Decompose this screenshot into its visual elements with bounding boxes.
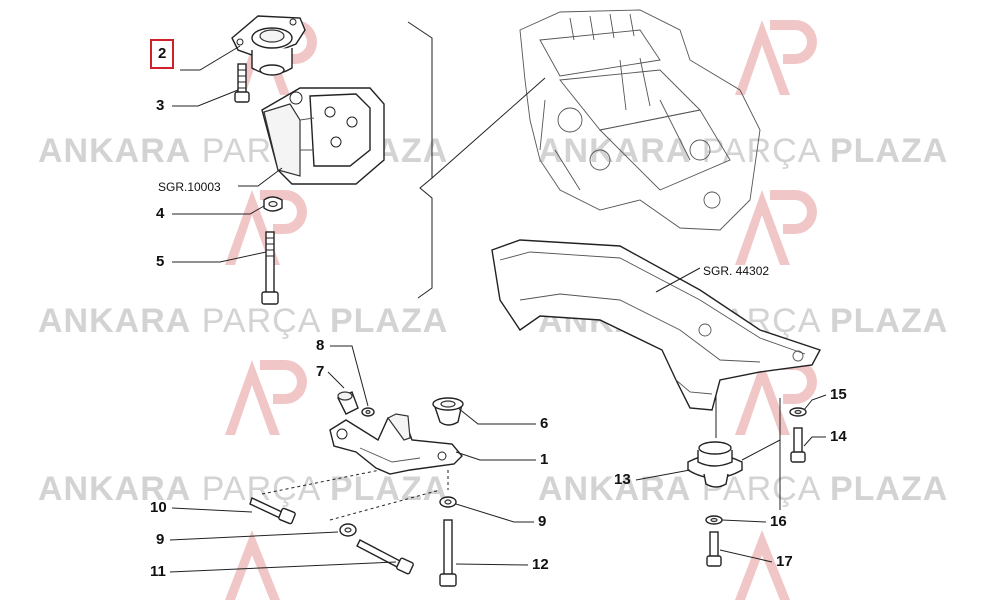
assembly-axis-line [329, 489, 441, 521]
group-bracket [407, 21, 433, 299]
callout-sgr-10003[interactable]: SGR.10003 [158, 180, 221, 194]
watermark-logo [735, 360, 817, 435]
part-washer-9-left[interactable] [339, 523, 357, 537]
part-washer-16[interactable] [705, 515, 723, 525]
callout-sgr-44302[interactable]: SGR. 44302 [703, 264, 770, 278]
part-washer-15[interactable] [789, 407, 807, 417]
callout-4[interactable]: 4 [156, 205, 165, 222]
watermark-text: ANKARA PARÇA PLAZA [38, 132, 448, 170]
callout-9-right[interactable]: 9 [538, 513, 547, 530]
part-upper-mount[interactable] [231, 15, 306, 76]
callout-17[interactable]: 17 [776, 553, 793, 570]
assembly-axis-line [261, 469, 381, 495]
callout-11[interactable]: 11 [150, 563, 166, 580]
watermark-text: ANKARA PARÇA PLAZA [38, 470, 448, 508]
callout-3[interactable]: 3 [156, 97, 165, 114]
callout-7[interactable]: 7 [316, 363, 325, 380]
callout-15[interactable]: 15 [830, 386, 847, 403]
callout-14[interactable]: 14 [830, 428, 847, 445]
part-bolt-17[interactable] [706, 531, 722, 567]
watermark-layer: ANKARA PARÇA PLAZA ANKARA PARÇA PLAZA AN… [38, 20, 948, 600]
callout-5[interactable]: 5 [156, 253, 165, 270]
callout-12[interactable]: 12 [532, 556, 549, 573]
part-long-bolt-11[interactable] [356, 539, 414, 575]
callout-16[interactable]: 16 [770, 513, 787, 530]
part-crossmember[interactable] [491, 239, 822, 411]
watermark-logo [225, 530, 280, 600]
part-long-bolt-5[interactable] [261, 231, 279, 305]
watermark-text: ANKARA PARÇA PLAZA [38, 302, 448, 340]
callout-10[interactable]: 10 [150, 499, 167, 516]
part-washer-9-right[interactable] [439, 496, 457, 508]
part-sleeve-7[interactable] [337, 391, 359, 415]
callout-9-left[interactable]: 9 [156, 531, 165, 548]
callout-8[interactable]: 8 [316, 337, 325, 354]
part-bolt-14[interactable] [790, 427, 806, 463]
watermark-logo [735, 190, 817, 265]
part-bolt-10[interactable] [249, 497, 296, 525]
leader-lines [169, 45, 827, 573]
watermark-logo [735, 530, 790, 600]
part-engine-bracket[interactable] [261, 87, 385, 185]
part-rubber-mount-13[interactable] [687, 441, 743, 488]
part-long-bolt-12[interactable] [439, 519, 457, 587]
part-washer-4[interactable] [263, 196, 283, 212]
engine-gearbox-illustration [519, 9, 761, 231]
leader-engine [431, 77, 546, 179]
part-lower-bracket-1[interactable] [329, 413, 463, 475]
watermark-text: ANKARA PARÇA PLAZA [538, 132, 948, 170]
part-washer-8[interactable] [361, 407, 375, 417]
watermark-logo [735, 20, 817, 95]
callout-2[interactable]: 2 [150, 39, 175, 69]
part-bolt-3[interactable] [234, 63, 250, 103]
callout-1[interactable]: 1 [540, 451, 549, 468]
watermark-logo [225, 360, 307, 435]
callout-13[interactable]: 13 [614, 471, 631, 488]
callout-6[interactable]: 6 [540, 415, 549, 432]
part-bushing-6[interactable] [432, 397, 464, 426]
watermark-text: ANKARA PARÇA PLAZA [538, 470, 948, 508]
watermark-logo [235, 20, 317, 95]
